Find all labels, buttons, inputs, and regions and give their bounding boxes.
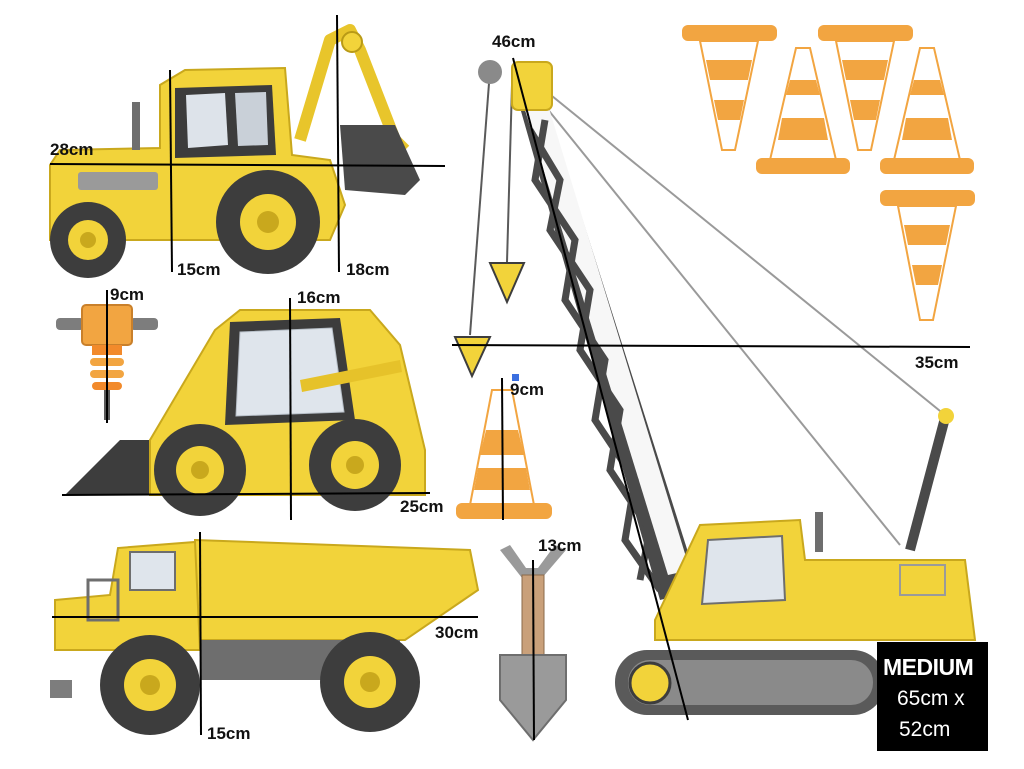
backhoe-loader-illustration bbox=[49, 14, 446, 278]
small-cone-label: 9cm bbox=[510, 380, 545, 399]
backhoe-height-label-b: 18cm bbox=[346, 260, 390, 279]
shovel-label: 13cm bbox=[538, 536, 582, 555]
cone-4 bbox=[880, 47, 974, 174]
skid-steer-width-label: 25cm bbox=[400, 497, 444, 516]
dump-truck-width-label: 30cm bbox=[435, 623, 479, 642]
size-badge-line-2: 52cm bbox=[899, 718, 951, 741]
backhoe-width-label: 28cm bbox=[50, 140, 94, 159]
cone-2 bbox=[818, 25, 913, 151]
crane-width-label: 35cm bbox=[915, 353, 959, 372]
crawler-crane-illustration bbox=[451, 57, 977, 721]
size-badge-title: MEDIUM bbox=[883, 654, 974, 680]
cone-5 bbox=[880, 190, 975, 321]
size-badge: MEDIUM 65cm x 52cm bbox=[877, 642, 988, 751]
small-cone-illustration bbox=[456, 374, 552, 521]
backhoe-height-label-a: 15cm bbox=[177, 260, 221, 279]
dump-truck-height-label: 15cm bbox=[207, 724, 251, 743]
jackhammer-label: 9cm bbox=[110, 285, 145, 304]
crane-height-label: 46cm bbox=[492, 32, 536, 51]
jackhammer-illustration bbox=[56, 290, 158, 423]
skid-steer-illustration bbox=[61, 297, 431, 521]
traffic-cones-illustration bbox=[682, 25, 975, 321]
dump-truck-illustration bbox=[50, 531, 480, 736]
skid-steer-height-label: 16cm bbox=[297, 288, 341, 307]
cone-3 bbox=[756, 47, 850, 174]
size-badge-line-1: 65cm x bbox=[897, 687, 965, 710]
shovel-illustration bbox=[499, 545, 567, 742]
cone-1 bbox=[682, 25, 777, 151]
